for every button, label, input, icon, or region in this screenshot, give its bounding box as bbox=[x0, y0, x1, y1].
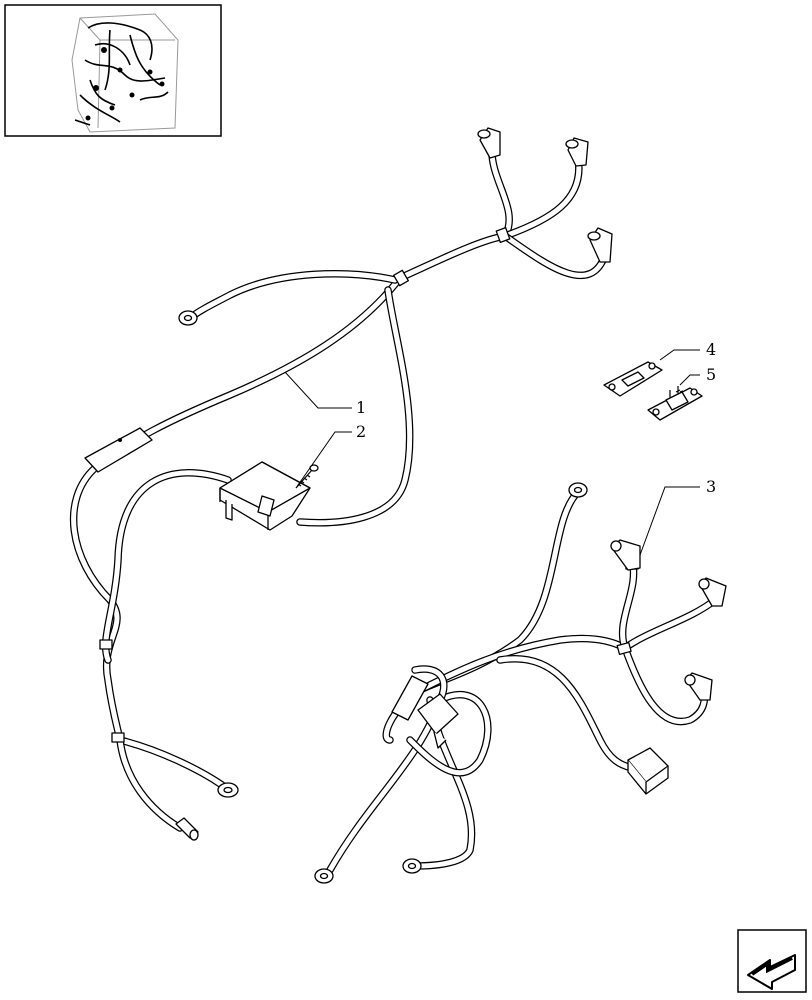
callout-5: 5 bbox=[706, 365, 716, 384]
leader-lines bbox=[284, 349, 700, 556]
callout-4: 4 bbox=[706, 340, 716, 359]
fuse-5[interactable] bbox=[647, 386, 703, 421]
fuse-4[interactable] bbox=[603, 361, 663, 397]
ring-terminal-bottom-right bbox=[402, 858, 422, 874]
callout-3: 3 bbox=[706, 477, 716, 496]
elbow-connector-2 bbox=[565, 137, 589, 167]
elbow-connector-1 bbox=[477, 127, 501, 159]
ring-terminal-lower bbox=[217, 782, 239, 798]
overview-thumbnail[interactable] bbox=[4, 4, 222, 137]
callout-2: 2 bbox=[356, 422, 366, 441]
screw[interactable] bbox=[295, 464, 319, 489]
ring-terminal-bottom-left bbox=[314, 868, 334, 884]
next-page-arrow-icon[interactable] bbox=[737, 929, 807, 993]
relay-box[interactable] bbox=[219, 461, 311, 531]
ring-terminal-top bbox=[568, 482, 588, 498]
elbow-connector-3 bbox=[587, 227, 613, 263]
ring-terminal-upper bbox=[178, 310, 198, 326]
elbow-connector-6 bbox=[684, 672, 713, 701]
multi-pin-connector bbox=[627, 747, 669, 795]
elbow-connector-4 bbox=[610, 539, 641, 571]
wiring-harness-3[interactable] bbox=[314, 482, 727, 884]
tractor-cab-thumbnail-icon bbox=[71, 13, 179, 133]
callout-1: 1 bbox=[356, 398, 366, 417]
wiring-harness-1[interactable] bbox=[69, 127, 613, 841]
elbow-connector-5 bbox=[698, 577, 727, 607]
bullet-connector bbox=[175, 817, 199, 841]
